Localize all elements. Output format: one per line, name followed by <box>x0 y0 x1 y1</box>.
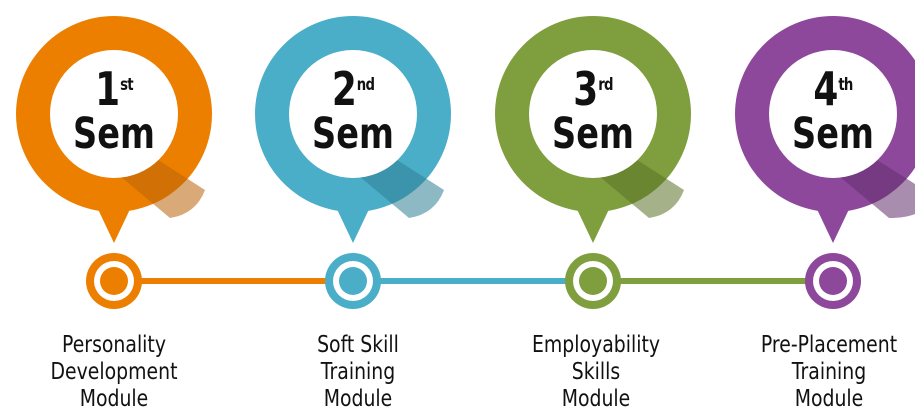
pin-3-suffix: rd <box>598 75 613 95</box>
pin-2 <box>255 16 451 243</box>
pin-2-label: Sem <box>312 109 394 159</box>
node-2 <box>325 253 381 309</box>
module-2-line-3: Module <box>323 386 393 409</box>
node-3 <box>565 253 621 309</box>
pin-4-number: 4th <box>813 62 853 116</box>
pin-2-text: 2nd Sem <box>298 66 407 156</box>
pin-1-suffix: st <box>120 75 133 95</box>
module-3-line-2: Skills <box>571 359 621 385</box>
module-label-2: Soft Skill Training Module <box>268 332 448 409</box>
pin-4-suffix: th <box>838 75 853 95</box>
module-1-line-2: Development <box>50 359 178 385</box>
module-4-line-3: Module <box>794 386 864 409</box>
module-label-1: Personality Development Module <box>24 332 204 409</box>
module-2-line-2: Training <box>320 359 396 385</box>
pin-4 <box>735 16 915 243</box>
pin-1 <box>16 16 212 243</box>
pin-1-label: Sem <box>73 109 155 159</box>
module-1-line-1: Personality <box>62 332 166 358</box>
module-label-4: Pre-Placement Training Module <box>739 332 915 409</box>
pin-3 <box>495 16 691 243</box>
pin-3-label: Sem <box>552 109 634 159</box>
node-1 <box>86 253 142 309</box>
module-label-3: Employability Skills Module <box>506 332 686 409</box>
pin-1-number: 1st <box>95 62 133 116</box>
pin-3-number: 3rd <box>573 62 613 116</box>
module-4-line-2: Training <box>791 359 867 385</box>
module-3-line-1: Employability <box>531 332 660 358</box>
pin-2-suffix: nd <box>356 75 375 95</box>
pin-4-text: 4th Sem <box>778 66 887 156</box>
pin-1-text: 1st Sem <box>59 66 168 156</box>
module-4-line-1: Pre-Placement <box>760 332 898 358</box>
module-3-line-3: Module <box>561 386 631 409</box>
module-2-line-1: Soft Skill <box>317 332 399 358</box>
pin-3-text: 3rd Sem <box>538 66 647 156</box>
pin-2-number: 2nd <box>331 62 375 116</box>
pin-4-label: Sem <box>792 109 874 159</box>
node-4 <box>805 253 861 309</box>
module-1-line-3: Module <box>79 386 149 409</box>
